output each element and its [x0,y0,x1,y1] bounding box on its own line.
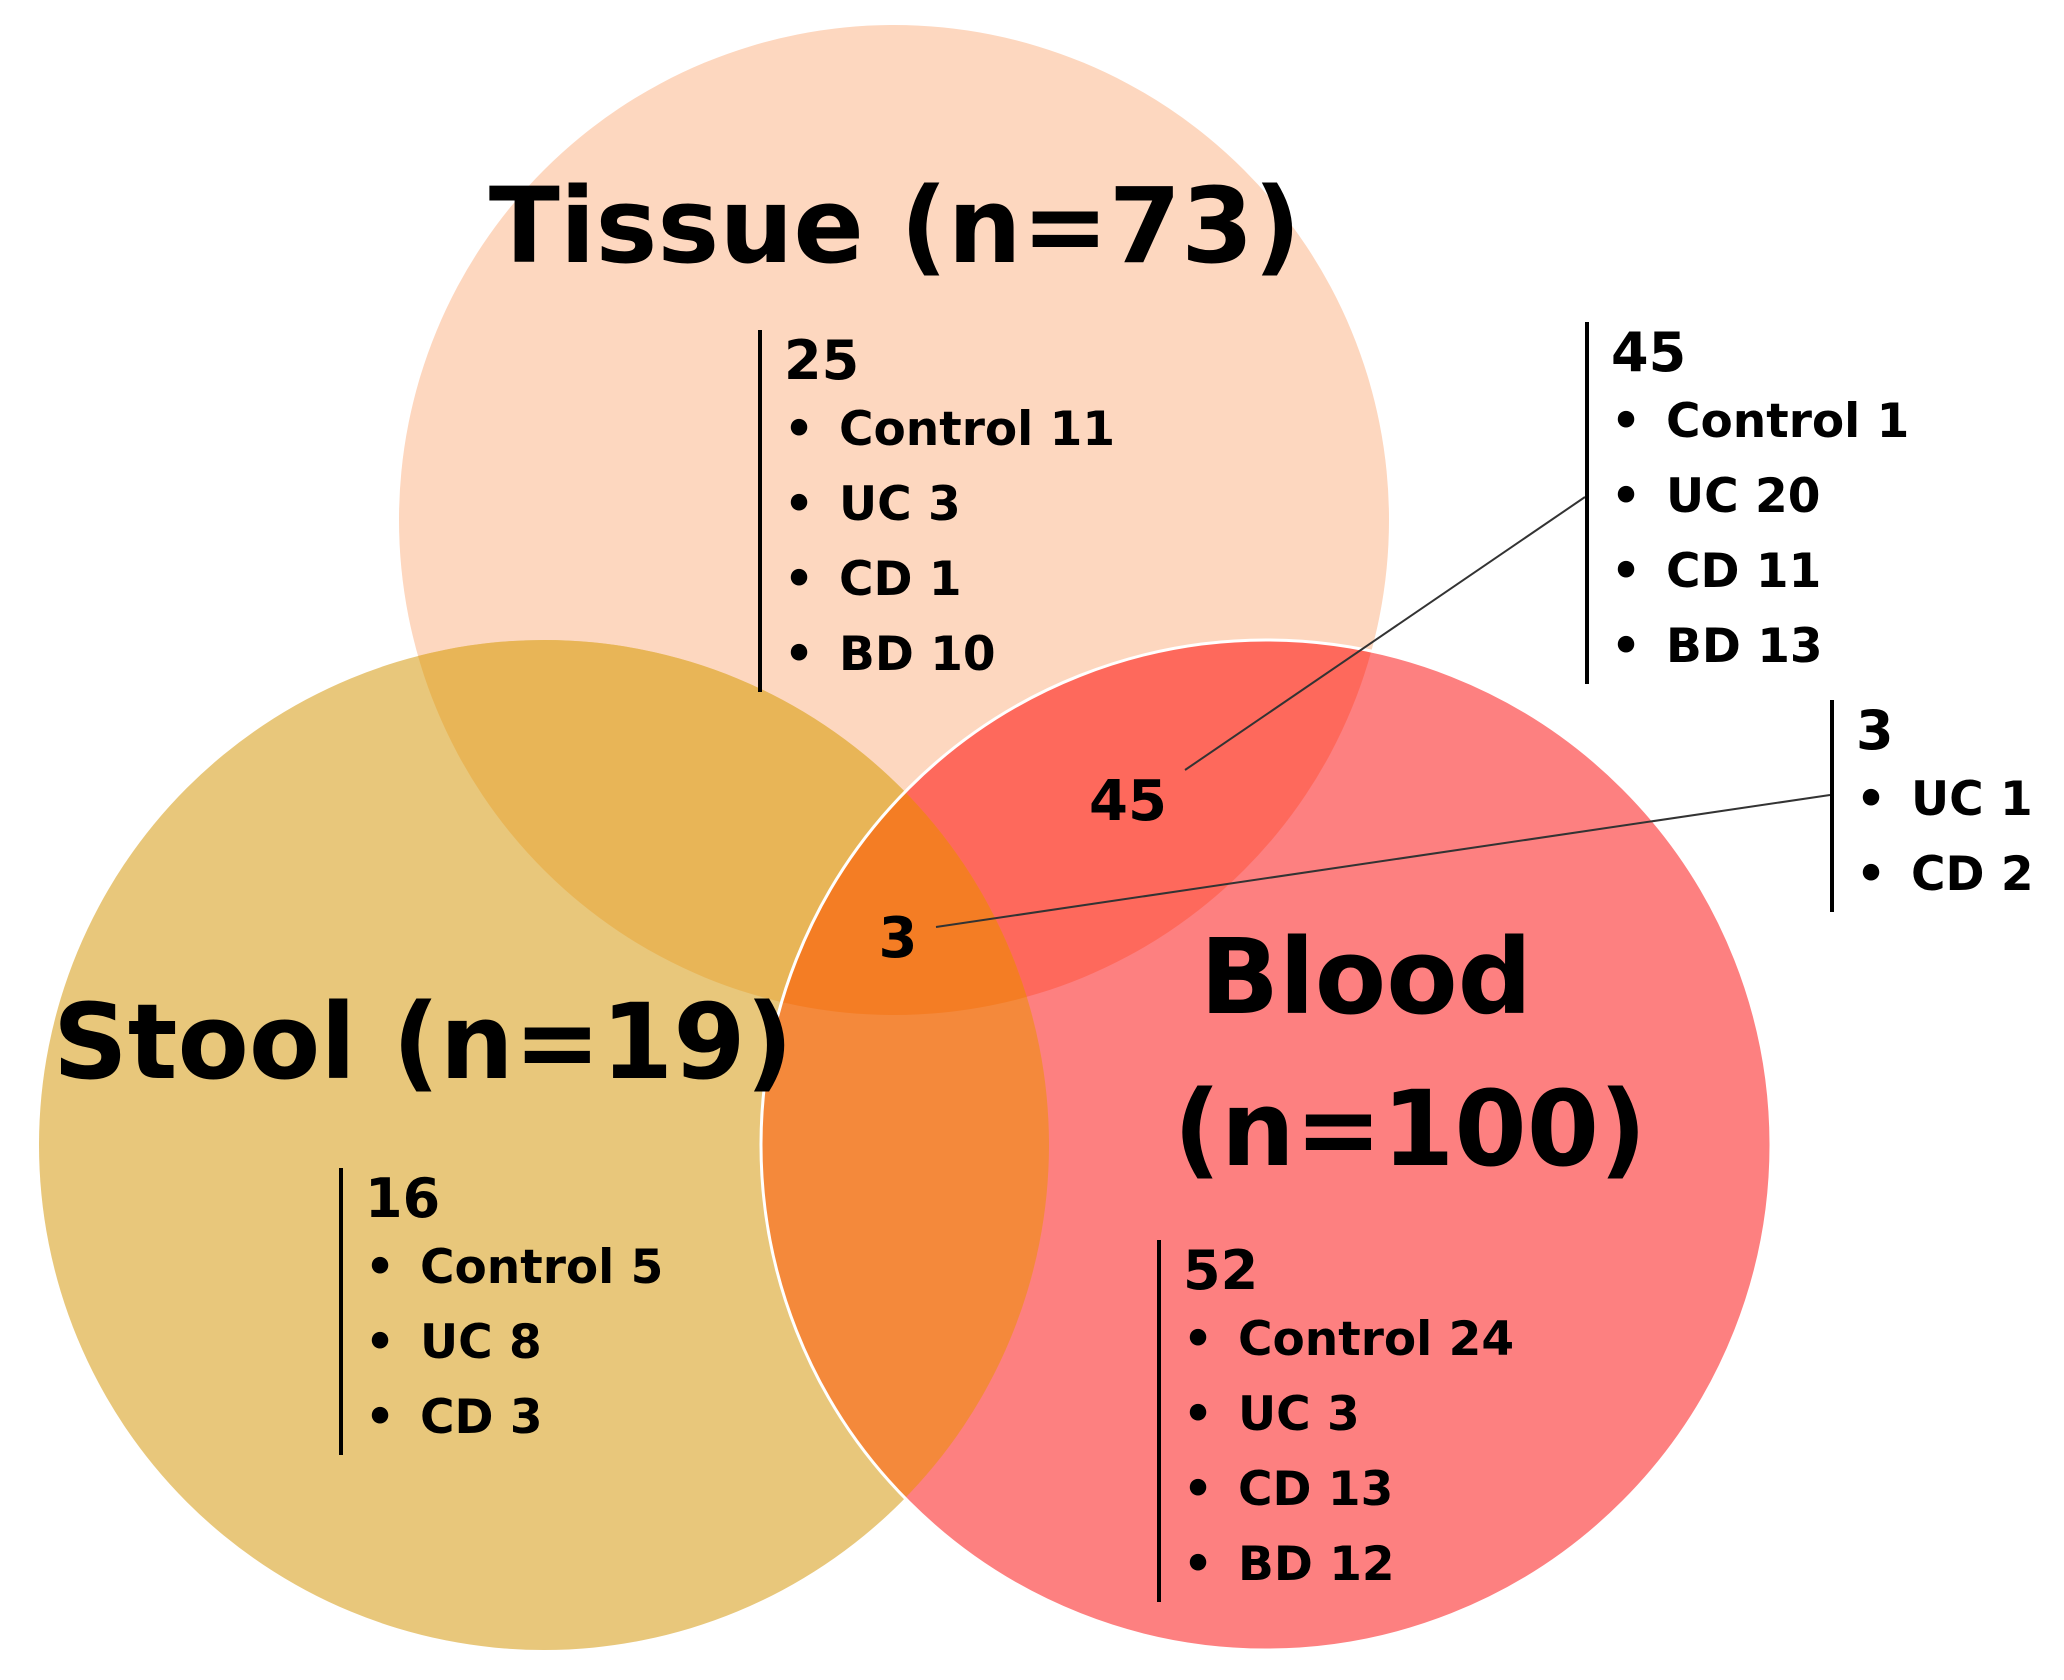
blood-only-list: Control 24 UC 3 CD 13 BD 12 [1157,1302,1514,1602]
blood-only-breakdown: 52 Control 24 UC 3 CD 13 BD 12 [1157,1240,1514,1602]
stool-only-bracket [339,1168,343,1455]
list-item: Control 11 [784,392,1115,467]
blood-title-line1: Blood [1200,916,1532,1038]
stool-only-count: 16 [365,1167,441,1230]
all-three-breakdown-count: 3 [1856,699,1894,762]
list-item: UC 1 [1856,762,2034,837]
tissue-only-list: Control 11 UC 3 CD 1 BD 10 [758,392,1115,692]
all-three-breakdown: 3 UC 1 CD 2 [1830,700,2034,912]
list-item: BD 12 [1183,1527,1514,1602]
tissue-stool-overlap [399,640,1049,1015]
all-three-count: 3 [879,906,918,971]
stool-title: Stool (n=19) [53,981,793,1103]
blood-only-count: 52 [1183,1239,1259,1302]
blood-only-bracket [1157,1240,1161,1602]
tissue-blood-breakdown: 45 Control 1 UC 20 CD 11 BD 13 [1585,322,1909,684]
list-item: CD 13 [1183,1452,1514,1527]
tissue-only-bracket [758,330,762,692]
list-item: CD 1 [784,542,1115,617]
list-item: Control 1 [1611,384,1909,459]
tissue-blood-bracket [1585,322,1589,684]
stool-only-list: Control 5 UC 8 CD 3 [339,1230,663,1455]
tissue-blood-list: Control 1 UC 20 CD 11 BD 13 [1585,384,1909,684]
leader-line-3 [935,794,1831,928]
list-item: Control 5 [365,1230,663,1305]
all-three-list: UC 1 CD 2 [1830,762,2034,912]
tissue-blood-breakdown-count: 45 [1611,321,1687,384]
list-item: CD 2 [1856,837,2034,912]
tissue-title: Tissue (n=73) [489,165,1301,287]
stool-only-breakdown: 16 Control 5 UC 8 CD 3 [339,1168,663,1455]
list-item: BD 13 [1611,609,1909,684]
tissue-only-breakdown: 25 Control 11 UC 3 CD 1 BD 10 [758,330,1115,692]
blood-circle-outline [759,638,1773,1652]
list-item: UC 3 [1183,1377,1514,1452]
tissue-only-count: 25 [784,329,860,392]
tissue-blood-overlap [761,640,1389,1015]
list-item: CD 3 [365,1380,663,1455]
all-three-bracket [1830,700,1834,912]
list-item: Control 24 [1183,1302,1514,1377]
list-item: UC 8 [365,1305,663,1380]
list-item: CD 11 [1611,534,1909,609]
list-item: UC 3 [784,467,1115,542]
leader-line-45 [1184,496,1586,771]
list-item: UC 20 [1611,459,1909,534]
tissue-blood-count: 45 [1089,769,1167,834]
list-item: BD 10 [784,617,1115,692]
blood-title-line2: (n=100) [1173,1068,1646,1190]
